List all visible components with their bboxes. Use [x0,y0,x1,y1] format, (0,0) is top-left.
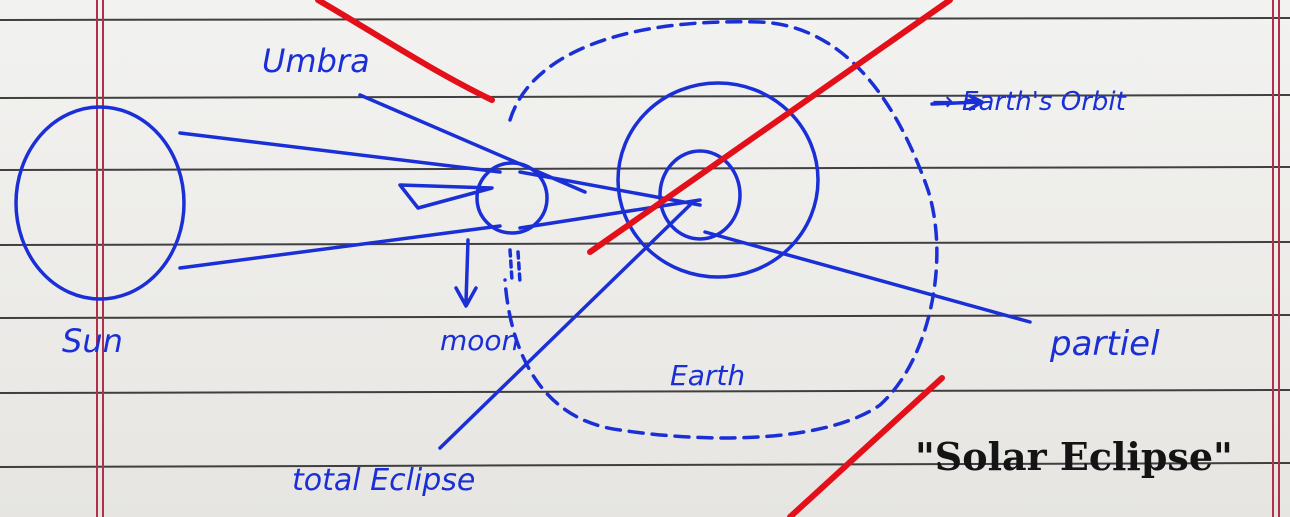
earth-orbit-label: → Earth's Orbit [932,87,1127,117]
umbra-label: Umbra [262,42,370,80]
cross-out-stroke-2 [590,0,950,252]
partial-pointer [705,232,1030,322]
sun-circle [16,107,184,299]
moon-label: moon [440,324,519,357]
earth-label: Earth [670,359,745,392]
total-eclipse-label: total Eclipse [292,463,475,498]
sun-label: Sun [62,322,123,360]
partial-label: partiel [1049,324,1160,364]
moon-orbit-dash [510,250,520,282]
diagram-title: "Solar Eclipse" [915,434,1233,479]
ruled-lines [0,18,1290,467]
moon-pointer [456,240,476,306]
